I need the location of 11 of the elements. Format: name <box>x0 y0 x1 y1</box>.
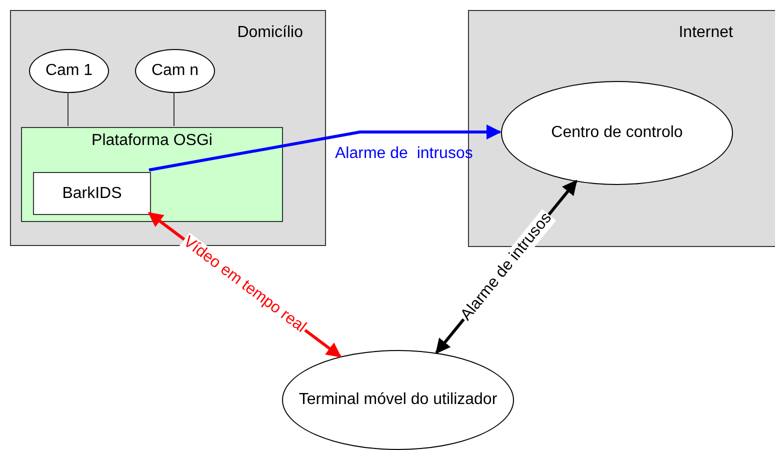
node-label: Cam n <box>151 61 199 81</box>
platform-box <box>21 127 283 222</box>
zone-title: Internet <box>678 24 733 42</box>
component-box <box>33 172 151 215</box>
node-label: BarkIDS <box>62 184 122 204</box>
platform-title: Plataforma OSGi <box>92 132 212 150</box>
node-label: Centro de controlo <box>551 123 683 143</box>
node-label: Terminal móvel do utilizador <box>298 390 498 410</box>
node-label: Cam 1 <box>45 61 93 81</box>
zone-title: Domicílio <box>237 24 303 42</box>
arrow <box>148 124 502 172</box>
